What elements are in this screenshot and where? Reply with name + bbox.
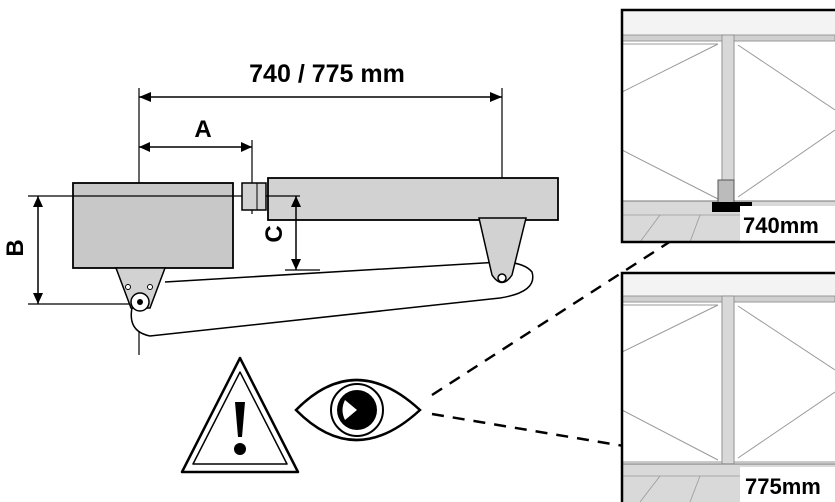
eye-icon bbox=[294, 378, 422, 442]
dimension-a-label: A bbox=[194, 116, 211, 143]
dimension-b-label: B bbox=[2, 239, 29, 256]
sight-line-lower bbox=[431, 412, 721, 464]
motor-pivot bbox=[114, 267, 167, 309]
dimension-c-label: C bbox=[261, 225, 288, 242]
motor-housing bbox=[72, 182, 234, 269]
dimension-total-label: 740 / 775 mm bbox=[249, 60, 405, 88]
dimension-total: 740 / 775 mm bbox=[139, 60, 502, 102]
gate-panel-740: 740mm bbox=[620, 8, 835, 244]
operator-drawing: 740 / 775 mm A B bbox=[2, 60, 559, 355]
arm-bar bbox=[267, 177, 559, 221]
panel-caption-740: 740mm bbox=[743, 213, 819, 238]
arm-linkage bbox=[130, 261, 534, 337]
gate-panel-775: 775mm bbox=[620, 271, 835, 502]
dimension-a: A bbox=[139, 116, 252, 152]
dimension-c: C bbox=[261, 196, 320, 271]
front-bracket bbox=[241, 182, 267, 211]
warning-triangle-icon bbox=[180, 356, 300, 474]
panel-caption-775: 775mm bbox=[745, 474, 821, 499]
